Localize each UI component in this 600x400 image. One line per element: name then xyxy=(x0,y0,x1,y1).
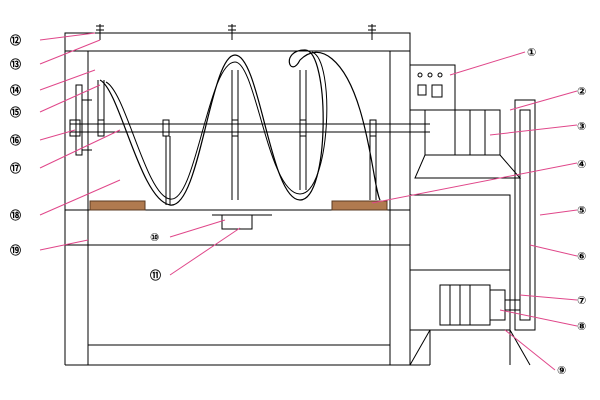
callout-2: ② xyxy=(577,85,586,98)
bearing-housing xyxy=(69,119,81,137)
shaft-supports xyxy=(97,70,377,205)
discharge-valve xyxy=(221,214,253,230)
callout-7: ⑦ xyxy=(577,294,586,307)
callout-5: ⑤ xyxy=(577,204,586,217)
motor xyxy=(439,284,491,326)
liner-right xyxy=(331,200,388,211)
drive-base xyxy=(409,194,511,331)
callouts: ① ② ③ ④ ⑤ ⑥ ⑦ ⑧ ⑨ ⑩ ⑪ ⑫ ⑬ ⑭ ⑮ ⑯ ⑰ ⑱ ⑲ xyxy=(10,33,586,377)
callout-19: ⑲ xyxy=(10,243,21,257)
top-cover xyxy=(64,32,411,52)
callout-17: ⑰ xyxy=(10,161,21,175)
callout-9: ⑨ xyxy=(557,364,566,377)
leader-lines xyxy=(39,32,578,371)
callout-10: ⑩ xyxy=(150,231,159,244)
callout-15: ⑮ xyxy=(10,105,21,119)
callout-12: ⑫ xyxy=(10,33,21,47)
ribbon-agitator xyxy=(99,49,381,206)
callout-13: ⑬ xyxy=(10,57,21,71)
callout-1: ① xyxy=(527,46,536,59)
callout-6: ⑥ xyxy=(577,250,586,263)
belt-guard xyxy=(514,99,536,331)
callout-14: ⑭ xyxy=(10,83,21,97)
gear-reducer xyxy=(424,109,501,156)
cover-bolts xyxy=(96,24,376,40)
callout-18: ⑱ xyxy=(10,208,21,222)
callout-16: ⑯ xyxy=(10,133,21,147)
callout-8: ⑧ xyxy=(577,320,586,333)
callout-11: ⑪ xyxy=(150,268,161,282)
callout-4: ④ xyxy=(577,158,586,171)
callout-3: ③ xyxy=(577,120,586,133)
liner-left xyxy=(89,200,146,211)
